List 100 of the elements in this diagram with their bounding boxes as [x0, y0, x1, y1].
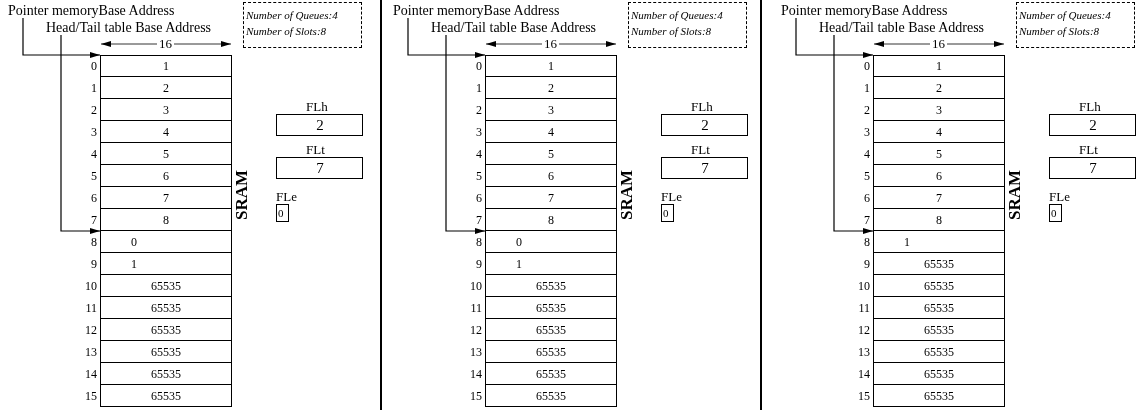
memory-cell: 65535: [873, 363, 1005, 385]
row-index: 3: [864, 126, 870, 138]
register-label: FLe: [1049, 190, 1070, 203]
memory-cell: 7: [485, 187, 617, 209]
pointer-label: Pointer memoryBase Address: [8, 4, 175, 18]
dimension-label: 16: [542, 37, 559, 50]
memory-cell: 2: [485, 77, 617, 99]
memory-cell: 65535: [100, 297, 232, 319]
arrow: [445, 34, 486, 234]
register-box: 0: [661, 204, 674, 222]
memory-cell: 8: [485, 209, 617, 231]
memory-cell: 1: [873, 55, 1005, 77]
memory-cell: 4: [100, 121, 232, 143]
row-index: 7: [476, 214, 482, 226]
row-index: 7: [91, 214, 97, 226]
memory-cell: 65535: [873, 341, 1005, 363]
row-index: 10: [858, 280, 870, 292]
arrow: [833, 34, 874, 234]
memory-cell: 6: [100, 165, 232, 187]
register-label: FLh: [691, 100, 713, 113]
dimension-label: 16: [157, 37, 174, 50]
row-index: 2: [476, 104, 482, 116]
memory-cell: 6: [485, 165, 617, 187]
register-label: FLh: [306, 100, 328, 113]
row-index: 6: [476, 192, 482, 204]
row-index: 5: [476, 170, 482, 182]
note-box: [1016, 2, 1135, 48]
memory-cell: 1: [873, 231, 1005, 253]
register-label: FLe: [661, 190, 682, 203]
row-index: 8: [476, 236, 482, 248]
arrow: [795, 17, 874, 58]
arrow: [407, 17, 486, 58]
row-index: 11: [85, 302, 97, 314]
pointer-label: Head/Tail table Base Address: [46, 21, 212, 35]
memory-cell: 1: [100, 253, 232, 275]
register-box: 7: [1049, 157, 1136, 179]
memory-cell: 65535: [873, 297, 1005, 319]
row-index: 13: [470, 346, 482, 358]
register-label: FLt: [691, 143, 710, 156]
memory-cell: 5: [100, 143, 232, 165]
row-index: 11: [470, 302, 482, 314]
memory-cell: 65535: [100, 319, 232, 341]
row-index: 4: [91, 148, 97, 160]
memory-cell: 65535: [100, 341, 232, 363]
memory-cell: 65535: [100, 363, 232, 385]
register-label: FLt: [306, 143, 325, 156]
memory-cell: 1: [100, 55, 232, 77]
pointer-label: Pointer memoryBase Address: [781, 4, 948, 18]
note-text: Number of Queues:4: [631, 8, 724, 23]
row-index: 9: [476, 258, 482, 270]
note-box: [243, 2, 362, 48]
memory-cell: 65535: [485, 385, 617, 407]
row-index: 14: [470, 368, 482, 380]
memory-cell: 2: [100, 77, 232, 99]
pointer-label: Head/Tail table Base Address: [431, 21, 597, 35]
row-index: 3: [91, 126, 97, 138]
arrow: [22, 17, 101, 58]
register-box: 7: [661, 157, 748, 179]
memory-cell: 8: [100, 209, 232, 231]
row-index: 6: [864, 192, 870, 204]
register-box: 2: [276, 114, 363, 136]
row-index: 2: [91, 104, 97, 116]
note-text: Number of Queues:4: [246, 8, 339, 23]
memory-cell: 8: [873, 209, 1005, 231]
note-text: Number of Slots:8: [1019, 24, 1101, 39]
memory-cell: 0: [100, 231, 232, 253]
register-label: FLt: [1079, 143, 1098, 156]
memory-cell: 65535: [873, 253, 1005, 275]
memory-label: SRAM: [1006, 170, 1023, 221]
memory-cell: 7: [873, 187, 1005, 209]
memory-cell: 4: [873, 121, 1005, 143]
register-box: 7: [276, 157, 363, 179]
register-label: FLe: [276, 190, 297, 203]
memory-cell: 65535: [100, 275, 232, 297]
row-index: 13: [858, 346, 870, 358]
row-index: 15: [858, 390, 870, 402]
row-index: 12: [85, 324, 97, 336]
row-index: 9: [864, 258, 870, 270]
row-index: 12: [858, 324, 870, 336]
row-index: 11: [858, 302, 870, 314]
row-index: 5: [864, 170, 870, 182]
note-text: Number of Slots:8: [246, 24, 328, 39]
row-index: 15: [470, 390, 482, 402]
row-index: 4: [864, 148, 870, 160]
memory-cell: 65535: [873, 319, 1005, 341]
memory-cell: 65535: [873, 275, 1005, 297]
memory-cell: 65535: [100, 385, 232, 407]
register-box: 2: [661, 114, 748, 136]
row-index: 8: [864, 236, 870, 248]
register-label: FLh: [1079, 100, 1101, 113]
dimension-label: 16: [930, 37, 947, 50]
row-index: 2: [864, 104, 870, 116]
memory-cell: 65535: [873, 385, 1005, 407]
row-index: 14: [858, 368, 870, 380]
row-index: 12: [470, 324, 482, 336]
row-index: 6: [91, 192, 97, 204]
pointer-label: Pointer memoryBase Address: [393, 4, 560, 18]
row-index: 5: [91, 170, 97, 182]
arrow: [60, 34, 101, 234]
memory-cell: 1: [485, 253, 617, 275]
